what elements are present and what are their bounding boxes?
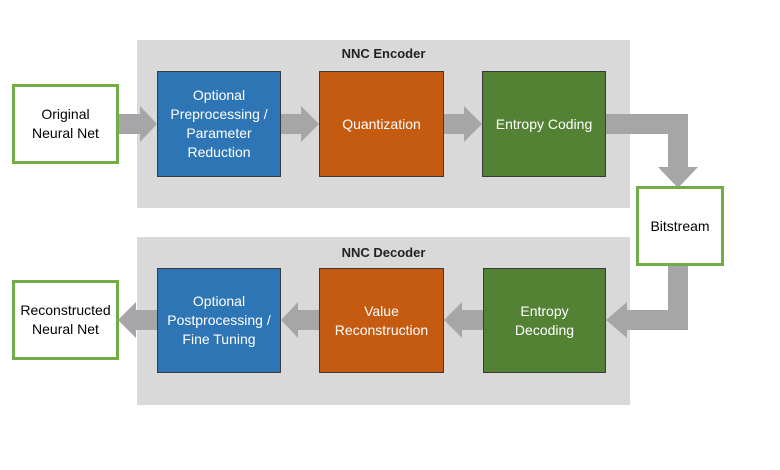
preprocessing-label: Optional Preprocessing / Parameter Reduc… <box>170 87 268 160</box>
entropy-coding-box: Entropy Coding <box>482 71 606 177</box>
arrow-input-to-preprocessing <box>119 106 157 142</box>
entropy-decoding-label: Entropy Decoding <box>514 302 575 338</box>
entropy-coding-label: Entropy Coding <box>495 115 593 132</box>
preprocessing-box: Optional Preprocessing / Parameter Reduc… <box>157 71 281 177</box>
arrow-quantization-to-entropy-coding <box>444 106 482 142</box>
original-neural-net-label: Original Neural Net <box>32 106 99 141</box>
arrow-preprocessing-to-quantization <box>281 106 319 142</box>
encoder-title: NNC Encoder <box>341 46 426 61</box>
value-reconstruction-label: Value Reconstruction <box>334 302 429 338</box>
quantization-box: Quantization <box>319 71 444 177</box>
bitstream-box: Bitstream <box>636 186 724 266</box>
value-reconstruction-box: Value Reconstruction <box>319 268 444 373</box>
reconstructed-neural-net-box: Reconstructed Neural Net <box>12 280 119 360</box>
postprocessing-label: Optional Postprocessing / Fine Tuning <box>167 293 271 347</box>
postprocessing-box: Optional Postprocessing / Fine Tuning <box>157 268 281 373</box>
entropy-decoding-box: Entropy Decoding <box>483 268 606 373</box>
arrow-postprocessing-to-output <box>118 302 157 338</box>
arrow-entropy-coding-to-bitstream <box>606 114 698 188</box>
bitstream-label: Bitstream <box>650 217 710 234</box>
decoder-title: NNC Decoder <box>341 245 426 260</box>
arrow-entropy-decoding-to-value-reconstruction <box>444 302 483 338</box>
arrow-value-reconstruction-to-postprocessing <box>281 302 319 338</box>
original-neural-net-box: Original Neural Net <box>12 84 119 164</box>
reconstructed-neural-net-label: Reconstructed Neural Net <box>20 302 111 337</box>
quantization-label: Quantization <box>342 115 421 132</box>
arrow-bitstream-to-entropy-decoding <box>606 265 688 338</box>
